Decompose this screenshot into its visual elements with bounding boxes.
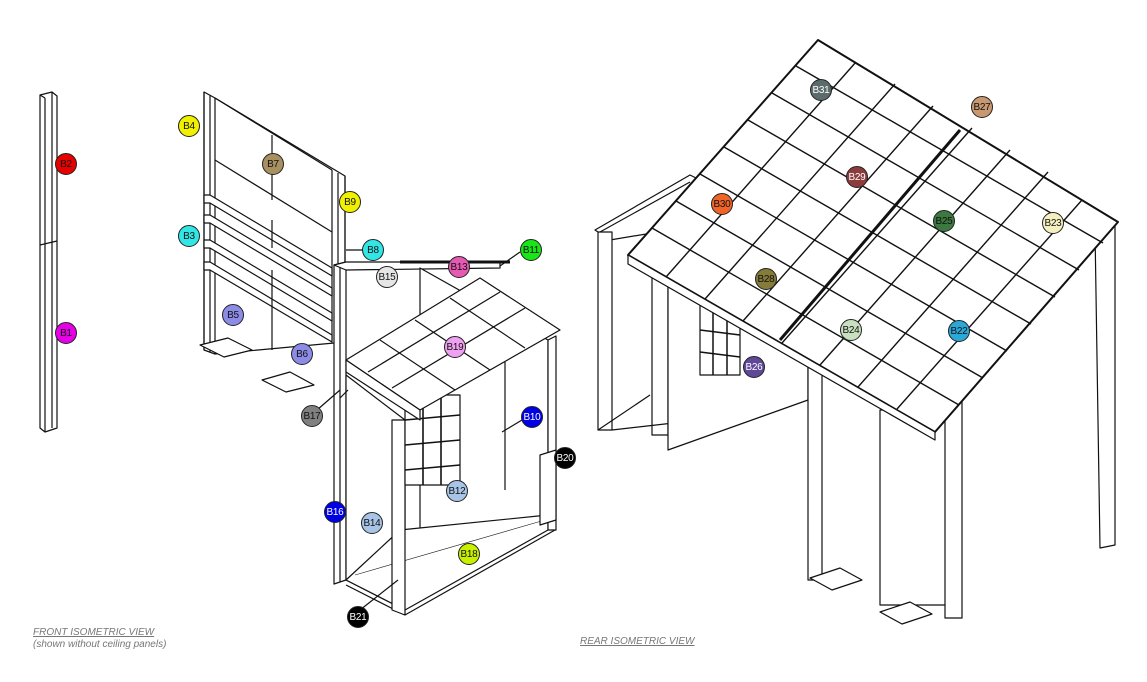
callout-b5: B5 — [222, 304, 244, 326]
rear-view-caption: REAR ISOMETRIC VIEW — [580, 636, 694, 648]
callout-b30: B30 — [711, 193, 733, 215]
rear-structure — [594, 39, 1119, 625]
callout-b29: B29 — [846, 166, 868, 188]
back-wall-part — [199, 91, 346, 393]
callout-b4: B4 — [178, 115, 200, 137]
callout-b16: B16 — [324, 501, 346, 523]
rear-view-title: REAR ISOMETRIC VIEW — [580, 636, 695, 647]
callout-b25: B25 — [933, 210, 955, 232]
callout-b24: B24 — [840, 319, 862, 341]
callout-b23: B23 — [1042, 212, 1064, 234]
callout-b26: B26 — [743, 356, 765, 378]
callout-b13: B13 — [448, 256, 470, 278]
callout-b8: B8 — [362, 239, 384, 261]
callout-b14: B14 — [361, 512, 383, 534]
callout-b3: B3 — [178, 225, 200, 247]
callout-b9: B9 — [339, 191, 361, 213]
callout-b15: B15 — [376, 266, 398, 288]
callout-b7: B7 — [262, 153, 284, 175]
callout-b2: B2 — [55, 153, 77, 175]
front-view-title: FRONT ISOMETRIC VIEW — [33, 627, 155, 638]
front-view-note: (shown without ceiling panels) — [33, 639, 167, 650]
corner-post-part — [39, 91, 58, 433]
callout-b28: B28 — [755, 268, 777, 290]
callout-b27: B27 — [971, 96, 993, 118]
front-structure — [316, 249, 561, 616]
callout-b21: B21 — [347, 606, 369, 628]
callout-b1: B1 — [55, 322, 77, 344]
callout-b22: B22 — [948, 320, 970, 342]
callout-b17: B17 — [301, 405, 323, 427]
callout-b10: B10 — [521, 406, 543, 428]
callout-b19: B19 — [444, 336, 466, 358]
callout-b6: B6 — [291, 343, 313, 365]
front-view-caption: FRONT ISOMETRIC VIEW (shown without ceil… — [33, 627, 166, 651]
callout-b11: B11 — [520, 239, 542, 261]
callout-b31: B31 — [810, 79, 832, 101]
callout-b20: B20 — [554, 447, 576, 469]
callout-b12: B12 — [446, 480, 468, 502]
callout-b18: B18 — [458, 543, 480, 565]
